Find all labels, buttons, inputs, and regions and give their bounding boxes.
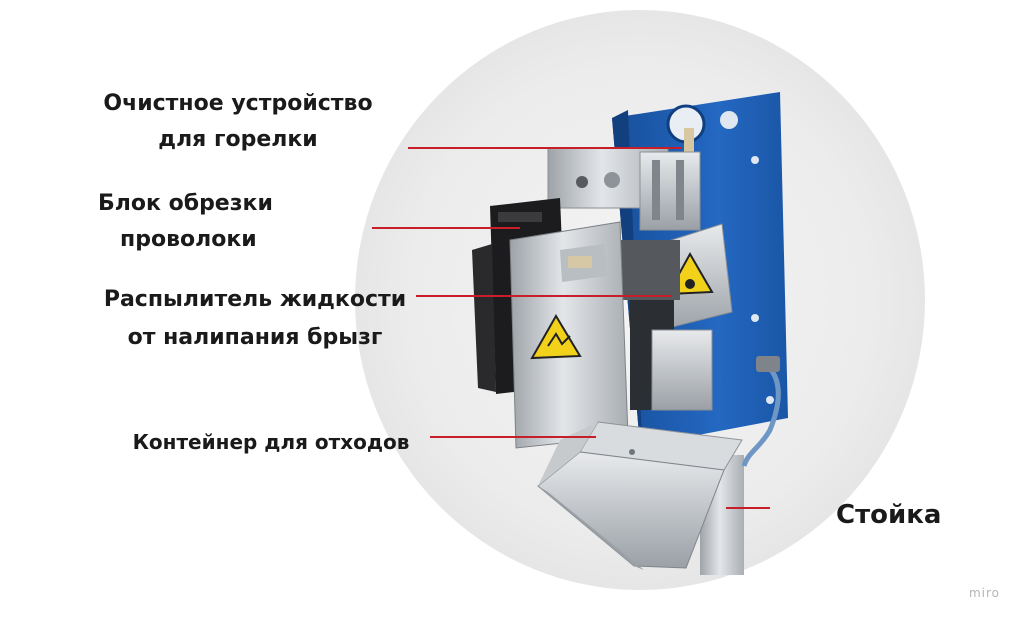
waste-container bbox=[537, 421, 743, 570]
label-wire-cutter-line2: проволоки bbox=[120, 227, 257, 252]
label-torch-cleaner: Очистное устройство для горелки bbox=[70, 86, 406, 158]
label-stand: Стойка bbox=[836, 500, 942, 530]
front-guard bbox=[509, 221, 629, 449]
label-torch-cleaner-line2: для горелки bbox=[158, 127, 318, 152]
label-waste-container: Контейнер для отходов bbox=[132, 430, 410, 454]
cutter-mechanism bbox=[620, 240, 713, 411]
torch-cleaner-unit bbox=[547, 128, 701, 231]
label-torch-cleaner-line1: Очистное устройство bbox=[103, 91, 373, 116]
label-wire-cutter-line1: Блок обрезки bbox=[98, 191, 273, 216]
miro-watermark: miro bbox=[968, 586, 1000, 600]
label-anti-spatter-sprayer: Распылитель жидкости от налипания брызг bbox=[96, 281, 414, 357]
label-wire-cutter: Блок обрезки проволоки bbox=[98, 186, 294, 258]
label-sprayer-line2: от налипания брызг bbox=[127, 325, 383, 350]
leader-lines bbox=[372, 147, 770, 509]
label-sprayer-line1: Распылитель жидкости bbox=[103, 287, 407, 312]
